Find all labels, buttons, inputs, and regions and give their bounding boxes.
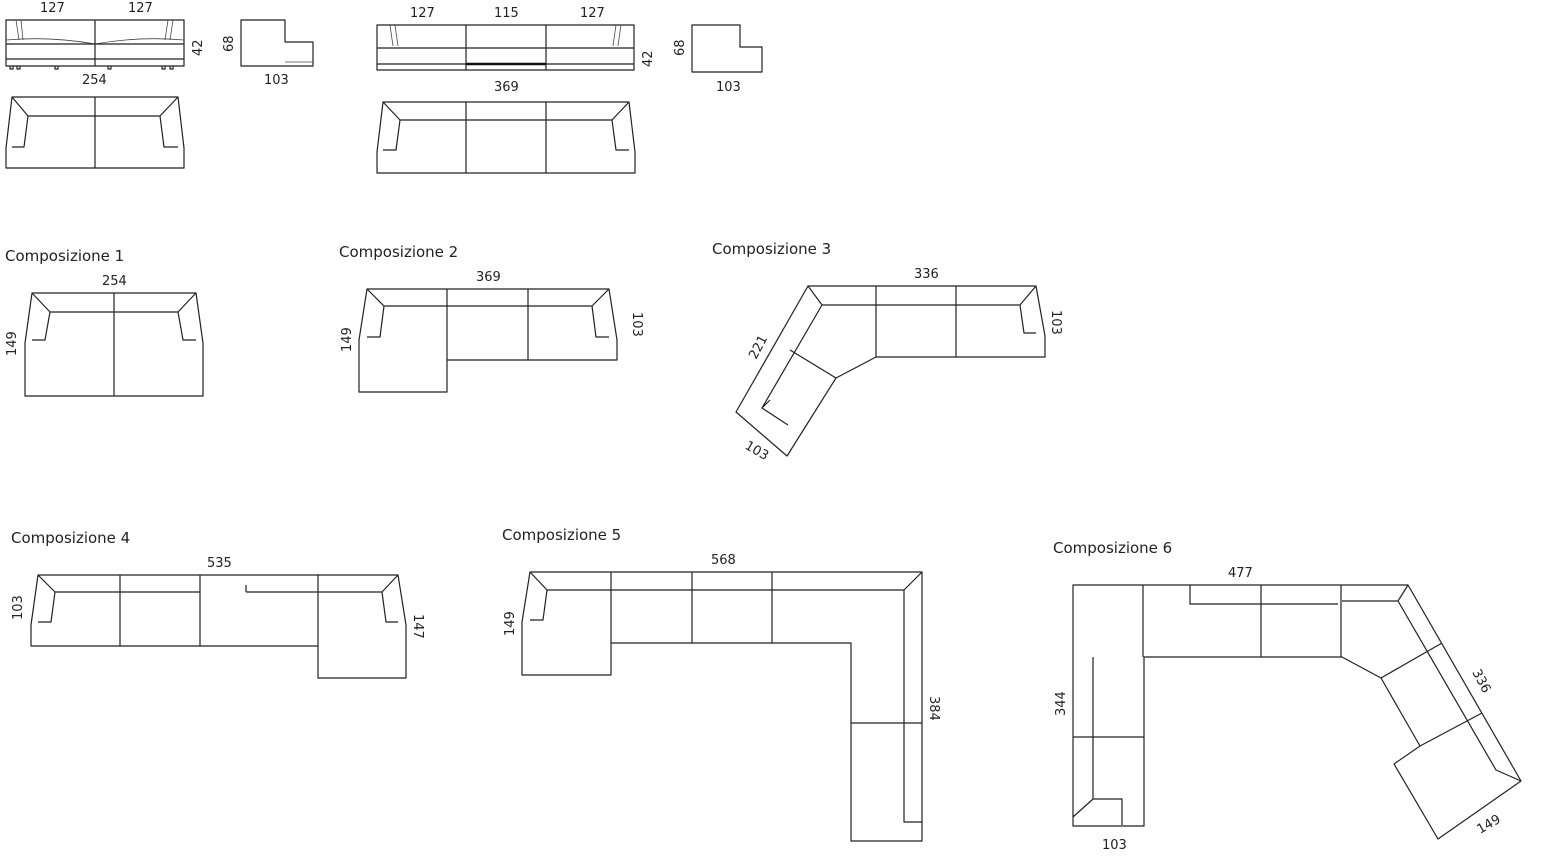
composition-title: Composizione 2: [339, 243, 458, 261]
dim-total-width: 369: [494, 80, 519, 95]
dim-depth: 149: [5, 331, 20, 356]
dim-width: 477: [1228, 566, 1253, 581]
dim-depth: 103: [11, 595, 26, 620]
dim-length: 344: [1054, 691, 1069, 716]
dim-depth: 103: [1048, 310, 1063, 335]
dim-width: 568: [711, 553, 736, 568]
dim-total-width: 254: [82, 73, 107, 88]
composition-title: Composizione 5: [502, 526, 621, 544]
dim-width: 115: [494, 6, 519, 21]
dim-depth: 149: [503, 611, 518, 636]
dim-width: 127: [410, 6, 435, 21]
dim-depth: 103: [1102, 838, 1127, 853]
dim-width: 535: [207, 556, 232, 571]
dim-depth: 103: [629, 312, 644, 337]
composition-3: Composizione 3 336 103 221 103: [712, 240, 1063, 464]
dim-depth: 149: [340, 327, 355, 352]
composition-title: Composizione 4: [11, 529, 130, 547]
dim-height: 68: [222, 35, 237, 52]
dim-height: 42: [191, 39, 206, 56]
dim-length: 384: [926, 696, 941, 721]
composition-5: Composizione 5 568 149 384: [502, 526, 941, 842]
composition-6: Composizione 6 477 344 103 336 149: [1053, 539, 1522, 853]
dim-width: 127: [40, 1, 65, 16]
composition-title: Composizione 3: [712, 240, 831, 258]
dim-width: 336: [914, 267, 939, 282]
composition-title: Composizione 6: [1053, 539, 1172, 557]
sofa-2seat-front-view: 127 127 254 42: [5, 1, 206, 88]
dim-width: 369: [476, 270, 501, 285]
dim-width: 127: [580, 6, 605, 21]
sofa-3seat-plan-view: [376, 101, 636, 174]
dim-width: 254: [102, 274, 127, 289]
dim-width: 127: [128, 1, 153, 16]
dim-depth: 103: [264, 73, 289, 88]
dim-length: 336: [1468, 667, 1493, 696]
dim-depth: 147: [410, 614, 425, 639]
side-view-b: 68 103: [673, 24, 763, 95]
dim-depth: 149: [1475, 812, 1504, 837]
dim-height: 68: [673, 39, 688, 56]
sofa-3seat-front-view: 127 115 127 369 42: [376, 6, 656, 95]
composition-2: Composizione 2 369 149 103: [339, 243, 644, 393]
composition-1: Composizione 1 254 149: [5, 247, 204, 397]
dim-depth: 103: [742, 438, 771, 463]
composition-title: Composizione 1: [5, 247, 124, 265]
dim-depth: 103: [716, 80, 741, 95]
sofa-2seat-plan-view: [5, 96, 185, 169]
composition-4: Composizione 4 535 103 147: [11, 529, 425, 679]
side-view-a: 68 103: [222, 19, 314, 88]
dim-height: 42: [641, 50, 656, 67]
